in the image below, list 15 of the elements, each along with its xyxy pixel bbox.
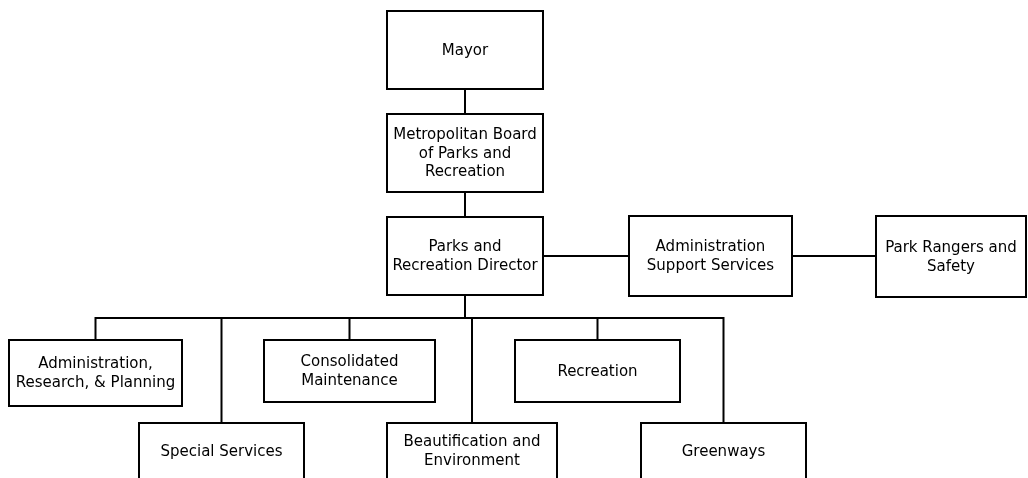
- org-box: Recreation: [514, 339, 681, 403]
- org-box: Greenways: [640, 422, 807, 478]
- org-box: Park Rangers and Safety: [875, 215, 1027, 298]
- org-box: Parks and Recreation Director: [386, 216, 544, 296]
- org-box: Administration Support Services: [628, 215, 793, 297]
- org-box: Metropolitan Board of Parks and Recreation: [386, 113, 544, 193]
- org-box: Mayor: [386, 10, 544, 90]
- connector-line: [464, 192, 466, 217]
- connector-line: [543, 255, 629, 257]
- org-box: Beautification and Environment: [386, 422, 558, 478]
- connector-line: [792, 255, 876, 257]
- org-box: Administration, Research, & Planning: [8, 339, 183, 407]
- connector-line: [464, 89, 466, 114]
- org-box: Consolidated Maintenance: [263, 339, 436, 403]
- org-box: Special Services: [138, 422, 305, 478]
